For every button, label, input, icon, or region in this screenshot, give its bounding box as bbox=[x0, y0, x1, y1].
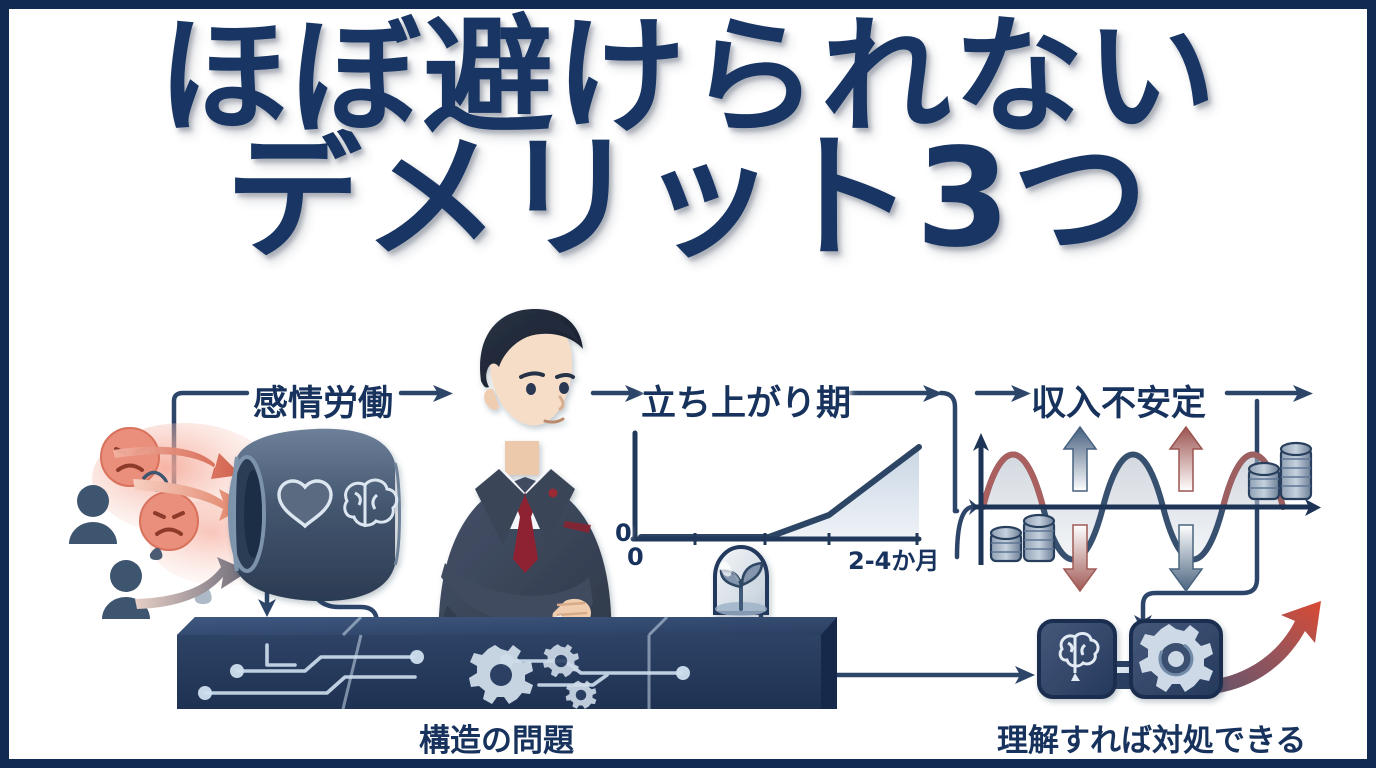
solution-module bbox=[1037, 601, 1321, 699]
label-ramp-up-period: 立ち上がり期 bbox=[641, 384, 852, 424]
chart-x-end-label: 2-4か月 bbox=[848, 547, 940, 575]
diagram-svg bbox=[69, 309, 1321, 710]
arrow-down-icon bbox=[1168, 524, 1204, 593]
gear-icon bbox=[543, 644, 579, 678]
coin-stack-icon bbox=[989, 513, 1056, 563]
brain-icon bbox=[1058, 631, 1100, 681]
brain-icon bbox=[343, 478, 399, 527]
caption-can-be-handled: 理解すれば対処できる bbox=[997, 723, 1307, 759]
sprout-under-dome-icon bbox=[713, 545, 769, 616]
heart-icon bbox=[277, 479, 333, 529]
arrow-up-icon bbox=[1062, 425, 1098, 492]
coin-stack-icon bbox=[1247, 441, 1313, 501]
caption-structural-problem: 構造の問題 bbox=[419, 723, 574, 759]
income-wave-chart bbox=[973, 425, 1321, 593]
chart-x-start-label: 0 bbox=[627, 543, 644, 571]
brain-box bbox=[1037, 619, 1117, 699]
label-unstable-income: 収入不安定 bbox=[1031, 384, 1207, 424]
ramp-up-chart bbox=[630, 430, 922, 545]
angry-face-icon bbox=[139, 491, 199, 551]
diagram-stage: 感情労働 立ち上がり期 収入不安定 0 0 2-4か月 構造の問題 理解すれば対… bbox=[9, 9, 1367, 759]
gear-box bbox=[1129, 619, 1223, 699]
gear-icon bbox=[565, 680, 597, 709]
stress-arrow-icon bbox=[133, 479, 249, 521]
label-emotional-labor: 感情労働 bbox=[253, 384, 394, 424]
chart-x-ticks bbox=[693, 533, 919, 545]
drop-icon bbox=[149, 547, 163, 560]
wave-highlight-first bbox=[980, 451, 1046, 510]
gear-icon bbox=[1139, 624, 1213, 692]
megaphone-icon bbox=[228, 428, 401, 602]
structure-slab bbox=[177, 615, 837, 710]
emotional-labor-illustration bbox=[69, 423, 401, 619]
stress-arrow-icon bbox=[113, 446, 241, 479]
chart-area-fill bbox=[641, 447, 919, 537]
arrow-down-icon bbox=[1062, 524, 1098, 593]
angry-face-icon bbox=[100, 427, 160, 487]
gear-icon bbox=[469, 645, 533, 704]
stress-arrow-icon bbox=[135, 557, 249, 609]
arrow-up-icon bbox=[1168, 425, 1204, 492]
person-silhouette-icon bbox=[102, 560, 150, 619]
wave-y-axis-arrow bbox=[973, 433, 989, 451]
chart-y-origin-label: 0 bbox=[615, 519, 632, 547]
person-silhouette-icon bbox=[69, 485, 117, 544]
wave-x-axis-arrow bbox=[1305, 499, 1321, 516]
